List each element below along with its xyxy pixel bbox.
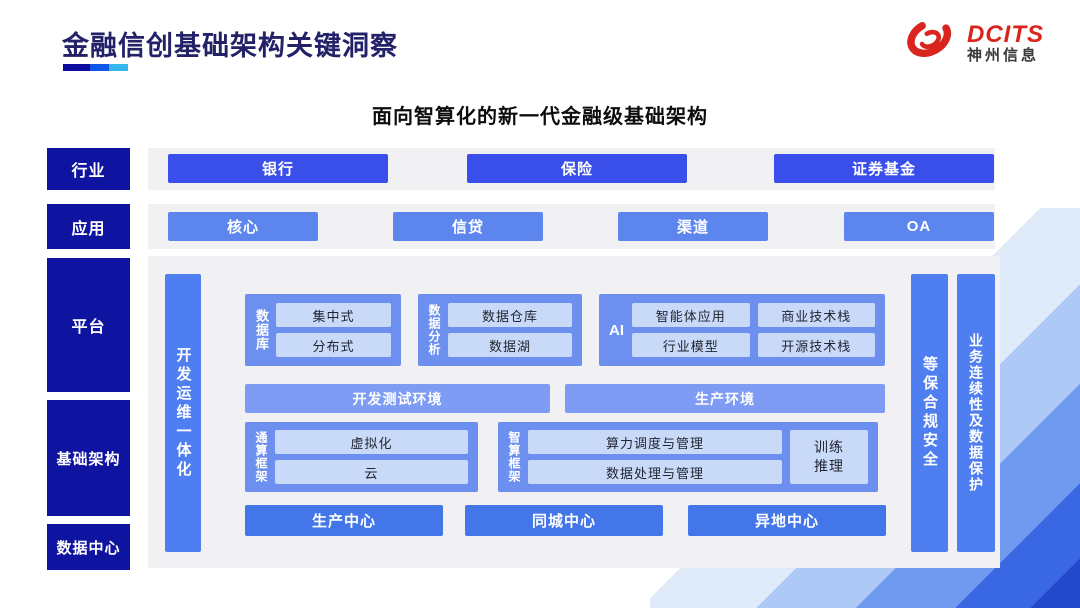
page-title: 金融信创基础架构关键洞察: [62, 31, 398, 61]
brand-logo: DCITS 神州信息: [903, 16, 1044, 71]
chip-training-line: 训练: [814, 439, 844, 456]
chip-industry-model: 行业模型: [632, 333, 750, 357]
underline-segment-dark: [63, 64, 90, 71]
underline-segment-light: [109, 64, 128, 71]
general-computing-framework-group: 通算框架 虚拟化 云: [245, 422, 478, 492]
logo-brand-text: DCITS: [967, 21, 1044, 49]
database-group: 数据库 集中式 分布式: [245, 294, 401, 366]
sidebar-item-application: 应用: [47, 204, 130, 249]
chip-training-inference: 训练 推理: [790, 430, 868, 484]
chip-agent-application: 智能体应用: [632, 303, 750, 327]
production-center-box: 生产中心: [245, 505, 443, 536]
chip-compute-scheduling: 算力调度与管理: [528, 430, 782, 454]
devtest-environment-box: 开发测试环境: [245, 384, 550, 413]
chip-opensource-stack: 开源技术栈: [757, 333, 875, 357]
chip-data-lake: 数据湖: [448, 333, 572, 357]
intelligent-framework-label: 智算框架: [507, 431, 521, 483]
chip-virtualization: 虚拟化: [275, 430, 468, 454]
chip-inference-line: 推理: [814, 458, 844, 474]
chip-distributed: 分布式: [276, 333, 391, 357]
application-box-channel: 渠道: [618, 212, 768, 241]
database-group-label: 数据库: [254, 309, 269, 351]
chip-data-processing: 数据处理与管理: [528, 460, 782, 484]
ai-group-label: AI: [609, 321, 624, 339]
industry-box-insurance: 保险: [467, 154, 687, 183]
production-environment-box: 生产环境: [565, 384, 885, 413]
logo-company-text: 神州信息: [967, 47, 1040, 65]
chip-cloud: 云: [275, 460, 468, 484]
diagram-subtitle: 面向智算化的新一代金融级基础架构: [372, 106, 708, 128]
data-analytics-group: 数据分析 数据仓库 数据湖: [418, 294, 582, 366]
chip-data-warehouse: 数据仓库: [448, 303, 572, 327]
intelligent-computing-framework-group: 智算框架 算力调度与管理 数据处理与管理 训练 推理: [498, 422, 878, 492]
chip-commercial-stack: 商业技术栈: [757, 303, 875, 327]
sidebar-item-platform: 平台: [47, 258, 130, 392]
general-framework-label: 通算框架: [254, 431, 268, 483]
chip-centralized: 集中式: [276, 303, 391, 327]
business-continuity-vertical-bar: 业务连续性及数据保护: [957, 274, 995, 552]
ai-group: AI 智能体应用 商业技术栈 行业模型 开源技术栈: [599, 294, 885, 366]
application-box-core: 核心: [168, 212, 318, 241]
industry-box-securities: 证券基金: [774, 154, 994, 183]
title-underline-decoration: [63, 64, 128, 71]
security-compliance-vertical-bar: 等保合规安全: [911, 274, 948, 552]
dcits-swirl-icon: [903, 16, 959, 71]
samecity-center-box: 同城中心: [465, 505, 663, 536]
industry-box-bank: 银行: [168, 154, 388, 183]
sidebar-item-datacenter: 数据中心: [47, 524, 130, 570]
devops-vertical-bar: 开发运维一体化: [165, 274, 201, 552]
application-box-credit: 信贷: [393, 212, 543, 241]
underline-segment-medium: [90, 64, 109, 71]
sidebar-item-industry: 行业: [47, 148, 130, 190]
application-box-oa: OA: [844, 212, 994, 241]
data-analytics-group-label: 数据分析: [427, 304, 441, 356]
remote-center-box: 异地中心: [688, 505, 886, 536]
sidebar-item-infrastructure: 基础架构: [47, 400, 130, 516]
